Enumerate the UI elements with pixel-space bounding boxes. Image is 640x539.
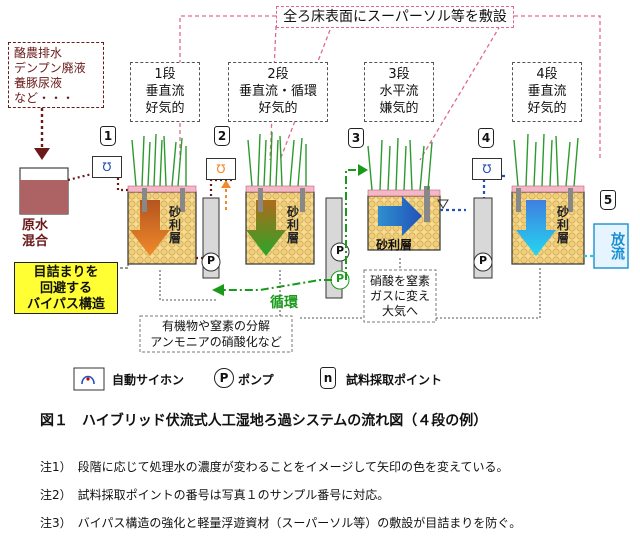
stage-3-label: 3段水平流嫌気的 [364,62,434,122]
siphon-icon-2: ℧ [206,158,236,180]
banner-box: 全ろ床表面にスーパーソル等を敷設 [276,6,514,28]
raw-water-tank [19,167,69,215]
legend-sample-label: 試料採取ポイント [346,373,443,387]
pump-symbol-1: P [206,254,216,267]
nitrate-note-box [363,269,437,323]
sample-point-1: 1 [100,126,116,146]
legend-pump-icon: P [214,368,234,388]
stage-4-label: 4段垂直流好気的 [512,62,582,122]
plants-3 [367,137,433,191]
influent-source-3: 養豚尿液 [14,76,63,90]
influent-arrowhead [34,148,50,160]
siphon-icon-3: ℧ [472,158,502,180]
bed-4-label: 砂利層 [556,205,569,245]
influent-source-1: 酪農排水 [14,46,63,60]
sample-point-2: 2 [214,126,230,146]
bed-2 [245,185,315,265]
pump-column-2 [325,197,350,299]
bed-4 [511,185,585,265]
raw-water-label: 原水混合 [22,218,49,249]
pump-column-3 [473,197,493,279]
sample-point-3: 3 [348,128,364,148]
pump-symbol-4: P [478,254,488,267]
siphon-icon-1: ℧ [92,156,122,178]
circulation-path [222,169,362,291]
bed-3 [367,186,441,251]
pump-symbol-2: P [335,244,345,257]
influent-source-4: など・・・ [14,91,75,105]
influent-source-2: デンプン廃液 [14,61,86,75]
legend-siphon-label: 自動サイホン [112,373,185,387]
legend-pump-label: ポンプ [238,373,274,387]
pump-column-1 [201,197,221,279]
nitrate-note: 硝酸を窒素ガスに変え大気へ [369,274,430,318]
decomposition-note: 有機物や窒素の分解アンモニアの硝酸化など [150,319,282,349]
influent-source-box: 酪農排水 デンプン廃液 養豚尿液 など・・・ [8,42,104,108]
bed-2-label: 砂利層 [286,205,299,245]
plants-1 [131,133,187,187]
stage-1-label: 1段垂直流好気的 [130,62,200,122]
pump-symbol-3: P [335,272,345,285]
bed-3-label: 砂利層 [376,238,413,252]
note-3: 注3） バイパス構造の強化と軽量浮遊資材（スーパーソル等）の敷設が目詰まりを防ぐ… [40,516,522,530]
bed-1-label: 砂利層 [168,205,181,245]
stage-2-label: 2段垂直流・循環好気的 [228,62,328,122]
legend-sample-icon: n [320,367,336,389]
sample-point-5: 5 [600,190,616,210]
legend-siphon-icon [73,367,105,391]
plants-2 [247,131,307,187]
circulation-label: 循環 [270,295,298,311]
note-1: 注1） 段階に応じて処理水の濃度が変わることをイメージして矢印の色を変えている。 [40,460,509,474]
figure-caption: 図１ ハイブリッド伏流式人工湿地ろ過システムの流れ図（４段の例） [40,413,488,429]
note-2: 注2） 試料採取ポイントの番号は写真１のサンプル番号に対応。 [40,488,390,502]
bypass-label: 目詰まりを回避するバイパス構造 [14,262,118,314]
discharge-label: 放流 [609,232,625,260]
plants-4 [513,133,579,187]
banner-text: 全ろ床表面にスーパーソル等を敷設 [283,9,507,25]
discharge-box [593,223,629,269]
sample-point-4: 4 [478,128,494,148]
flow-diagram [19,15,629,391]
bed-1 [127,185,197,265]
decomposition-note-box [139,315,293,353]
